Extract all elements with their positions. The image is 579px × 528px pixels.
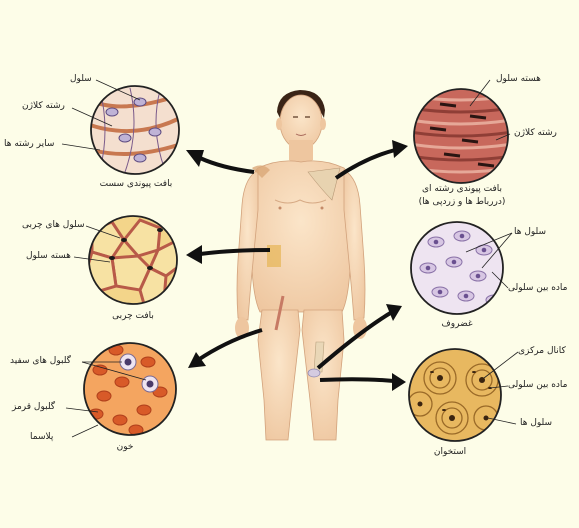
loose-connective-circle xyxy=(90,86,180,174)
dense-connective-circle xyxy=(410,89,512,183)
loose-title: بافت پیوندی سست xyxy=(86,178,186,190)
blood-plasma-label: پلاسما xyxy=(30,432,53,443)
dense-title-line2: (دررباط ها و زردپی ها) xyxy=(402,196,522,208)
blood-circle xyxy=(84,343,176,435)
dense-nucleus-label: هسته سلول xyxy=(496,74,541,85)
blood-rbc-label: گلبول قرمز xyxy=(12,402,55,413)
bone-matrix-label: ماده بین سلولی xyxy=(508,380,568,391)
loose-cell-label: سلول xyxy=(70,74,92,85)
bone-canal-label: کانال مرکزی xyxy=(518,346,566,357)
loose-collagen-label: رشته کلاژن xyxy=(22,101,65,112)
cartilage-matrix-label: ماده بین سلولی xyxy=(508,283,568,294)
adipose-cells-label: سلول های چربی xyxy=(22,220,85,231)
dense-collagen-label: رشته کلاژن xyxy=(514,128,557,139)
human-body xyxy=(235,90,367,440)
cartilage-circle xyxy=(411,222,503,314)
dense-title-line1: بافت پیوندی رشته ای xyxy=(402,183,522,195)
adipose-nucleus-label: هسته سلول xyxy=(26,251,71,262)
blood-title: خون xyxy=(105,441,145,453)
bone-title: استخوان xyxy=(420,446,480,458)
loose-other-fibers-label: سایر رشته ها xyxy=(4,139,54,150)
bone-circle xyxy=(408,349,501,441)
adipose-title: بافت چربی xyxy=(103,310,163,322)
adipose-circle xyxy=(86,216,182,304)
cartilage-cells-label: سلول ها xyxy=(514,227,546,238)
cartilage-title: غضروف xyxy=(427,318,487,330)
bone-cells-label: سلول ها xyxy=(520,418,552,429)
blood-wbc-label: گلبول های سفید xyxy=(10,356,71,367)
